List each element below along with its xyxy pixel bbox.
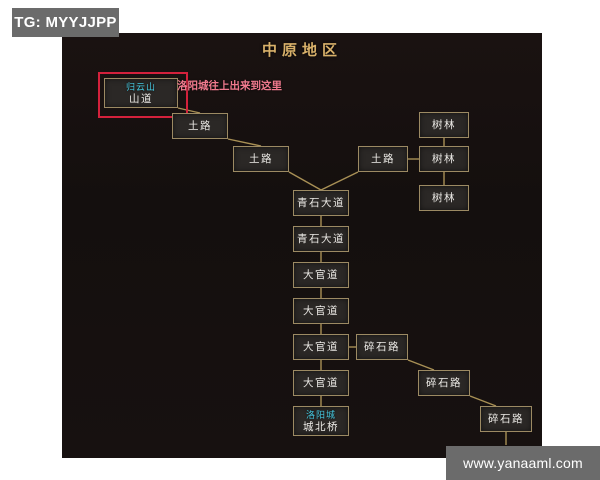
- connector-layer: [177, 107, 507, 445]
- telegram-watermark: TG: MYYJJPP: [12, 8, 119, 37]
- annotation-text: 洛阳城往上出来到这里: [177, 80, 282, 92]
- node-label: 大官道: [303, 376, 339, 389]
- node-label: 山道: [129, 93, 153, 106]
- connector-n_tulu1-n_tulu2: [227, 138, 262, 147]
- node-label: 土路: [371, 152, 395, 165]
- map-node-n_luoyang[interactable]: 洛阳城城北桥: [293, 406, 349, 436]
- node-label: 大官道: [303, 304, 339, 317]
- connector-n_tulu3-n_qingshi1: [320, 171, 359, 191]
- map-node-n_suishi1[interactable]: 碎石路: [356, 334, 408, 360]
- connector-n_guiyun-n_tulu1: [177, 107, 201, 114]
- node-label: 树林: [432, 191, 456, 204]
- node-label: 树林: [432, 118, 456, 131]
- map-node-n_shulin3[interactable]: 树林: [419, 185, 469, 211]
- highlight-frame-n_guiyun: [98, 72, 188, 118]
- node-label: 青石大道: [297, 232, 345, 245]
- node-label: 碎石路: [364, 340, 400, 353]
- connector-n_suishi1-n_suishi2: [407, 359, 435, 371]
- map-node-n_tulu3[interactable]: 土路: [358, 146, 408, 172]
- node-region-label: 洛阳城: [305, 409, 336, 420]
- map-node-n_shulin1[interactable]: 树林: [419, 112, 469, 138]
- connector-n_tulu2-n_qingshi1: [288, 171, 322, 191]
- map-node-n_tulu1[interactable]: 土路: [172, 113, 228, 139]
- node-label: 大官道: [303, 268, 339, 281]
- website-watermark: www.yanaaml.com: [446, 446, 600, 480]
- map-node-n_daguan2[interactable]: 大官道: [293, 298, 349, 324]
- node-label: 土路: [188, 119, 212, 132]
- node-label: 城北桥: [303, 421, 339, 434]
- map-node-n_daguan4[interactable]: 大官道: [293, 370, 349, 396]
- connector-n_suishi2-n_suishi3: [469, 395, 497, 407]
- map-panel: 中原地区 归云山山道土路土路土路树林树林树林青石大道青石大道大官道大官道大官道大…: [62, 33, 542, 458]
- map-node-n_guiyun[interactable]: 归云山山道: [104, 78, 178, 108]
- map-node-n_suishi3[interactable]: 碎石路: [480, 406, 532, 432]
- node-label: 土路: [249, 152, 273, 165]
- node-region-label: 归云山: [125, 81, 156, 92]
- node-label: 青石大道: [297, 196, 345, 209]
- map-title: 中原地区: [261, 42, 342, 59]
- map-node-n_daguan1[interactable]: 大官道: [293, 262, 349, 288]
- map-node-n_qingshi1[interactable]: 青石大道: [293, 190, 349, 216]
- map-node-n_tulu2[interactable]: 土路: [233, 146, 289, 172]
- node-label: 树林: [432, 152, 456, 165]
- map-node-n_daguan3[interactable]: 大官道: [293, 334, 349, 360]
- node-label: 碎石路: [426, 376, 462, 389]
- map-node-n_suishi2[interactable]: 碎石路: [418, 370, 470, 396]
- node-label: 大官道: [303, 340, 339, 353]
- map-node-n_shulin2[interactable]: 树林: [419, 146, 469, 172]
- node-label: 碎石路: [488, 412, 524, 425]
- map-node-n_qingshi2[interactable]: 青石大道: [293, 226, 349, 252]
